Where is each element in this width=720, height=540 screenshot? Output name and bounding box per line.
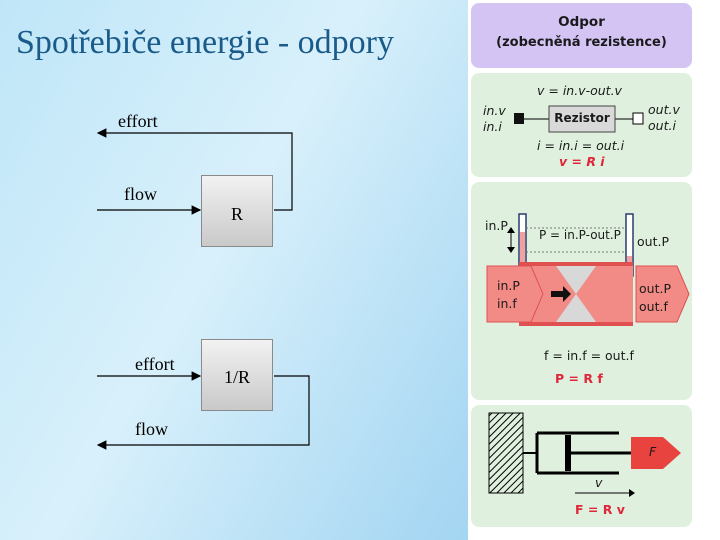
damper-drawing (488, 412, 681, 497)
resistor-label: Rezistor (554, 111, 610, 125)
in-v-label: in.v (483, 103, 506, 118)
in-p-label: in.P (497, 278, 520, 293)
voltage-equation: v = in.v-out.v (537, 83, 622, 98)
flow-top-label: flow (124, 184, 157, 204)
electrical-resistor-card: v = in.v-out.v in.v in.i Rezistor out.v … (471, 73, 692, 177)
in-p-top-label: in.P (485, 218, 508, 233)
force-label: F (649, 444, 657, 459)
damper-law: F = R v (575, 502, 625, 517)
flow-equation: f = in.f = out.f (544, 348, 634, 363)
current-equation: i = in.i = out.i (537, 138, 625, 153)
flow-bottom-wire (96, 375, 310, 450)
pressure-drop-equation: P = in.P-out.P (539, 228, 621, 242)
resistance-info-panel: Odpor (zobecněná rezistence) v = in.v-ou… (468, 0, 720, 540)
resistance-block-label: R (230, 203, 243, 224)
page-title: Spotřebiče energie - odpory (16, 24, 394, 61)
panel-header-subtitle: (zobecněná rezistence) (496, 35, 667, 50)
in-f-label: in.f (497, 296, 517, 311)
mechanical-damper-card: F v F = R v (471, 405, 692, 527)
effort-top-label: effort (118, 111, 158, 131)
ohm-law: v = R i (559, 154, 605, 169)
panel-header: Odpor (zobecněná rezistence) (471, 3, 692, 68)
resistor-symbol (514, 105, 644, 133)
hydraulic-valve-drawing (486, 213, 690, 326)
hydraulic-law: P = R f (555, 371, 603, 386)
flow-bottom-label: flow (135, 419, 168, 439)
effort-top-wire (96, 128, 293, 211)
in-i-label: in.i (483, 119, 502, 134)
out-i-label: out.i (648, 118, 676, 133)
panel-header-title: Odpor (558, 14, 605, 30)
out-f-label: out.f (639, 299, 668, 314)
block-diagram-wires (96, 128, 310, 450)
out-p-label: out.P (639, 281, 671, 296)
effort-bottom-label: effort (135, 354, 175, 374)
out-v-label: out.v (648, 102, 680, 117)
conductance-block-label: 1/R (223, 366, 250, 387)
velocity-label: v (595, 475, 603, 490)
conductance-block: 1/R (201, 339, 273, 411)
hydraulic-resistance-card: in.P P = in.P-out.P out.P in.P in.f out.… (471, 182, 692, 400)
resistance-block: R (201, 175, 273, 247)
out-p-top-label: out.P (637, 234, 669, 249)
